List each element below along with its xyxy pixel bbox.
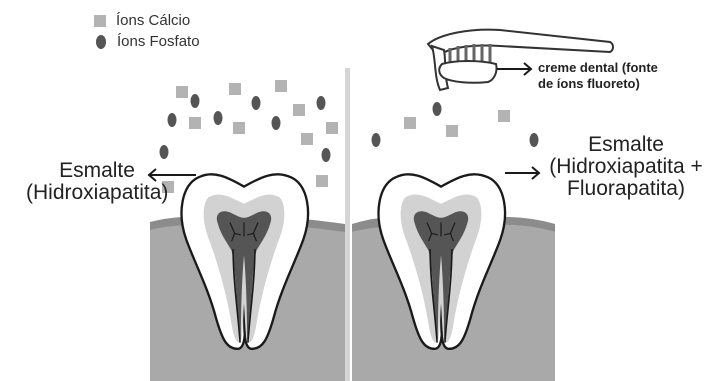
- phosphate-ellipse-icon: [96, 35, 106, 49]
- calcium-ions-right: [404, 110, 510, 137]
- toothpaste-label-line2: de íons fluoreto): [538, 76, 658, 92]
- left-label-line1: Esmalte: [26, 160, 168, 182]
- right-label-line2: (Hidroxiapatita +: [538, 156, 714, 178]
- legend-calcium-label: Íons Cálcio: [116, 12, 190, 29]
- calcium-square-icon: [94, 15, 106, 27]
- left-enamel-label: Esmalte (Hidroxiapatita): [26, 160, 168, 204]
- panel-divider: [345, 68, 350, 381]
- legend-calcium: Íons Cálcio: [94, 12, 190, 29]
- right-label-line3: Fluorapatita): [538, 178, 714, 200]
- left-label-line2: (Hidroxiapatita): [26, 182, 168, 204]
- right-enamel-label: Esmalte (Hidroxiapatita + Fluorapatita): [538, 134, 714, 200]
- calcium-ions-left: [162, 80, 338, 193]
- toothpaste-label: creme dental (fonte de íons fluoreto): [538, 60, 658, 93]
- legend-phosphate-label: Íons Fosfato: [117, 33, 200, 50]
- right-label-line1: Esmalte: [538, 134, 714, 156]
- legend-phosphate: Íons Fosfato: [94, 33, 200, 50]
- phosphate-ions-right: [372, 102, 539, 147]
- toothpaste-label-line1: creme dental (fonte: [538, 60, 658, 76]
